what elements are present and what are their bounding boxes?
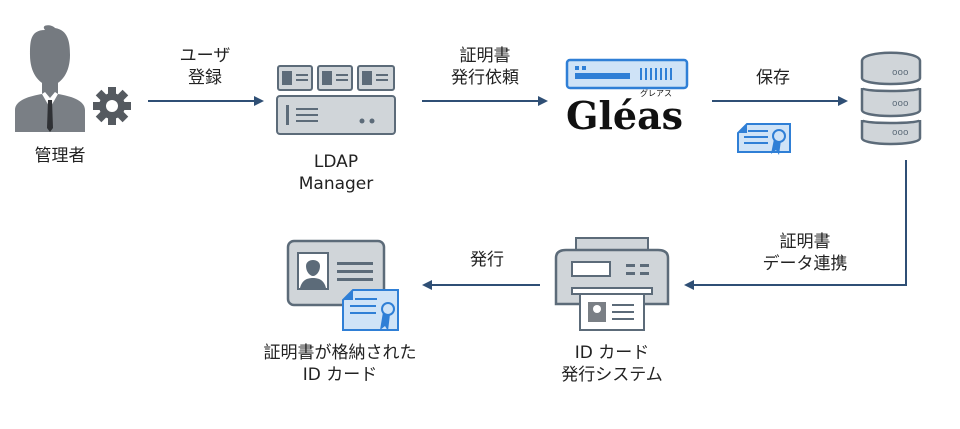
edge-label-save-line1: 保存 bbox=[756, 68, 790, 88]
database-led-3: ooo bbox=[892, 128, 909, 138]
edge-label-cert-data-line1: 証明書 bbox=[779, 232, 831, 252]
edge-label-user-register: ユーザ 登録 bbox=[160, 45, 250, 89]
printer-label: ID カード 発行システム bbox=[542, 342, 682, 386]
gleas-ruby: グレアス bbox=[640, 89, 672, 98]
edge-label-cert-data-line2: データ連携 bbox=[762, 254, 848, 274]
edge-label-issue: 発行 bbox=[452, 249, 522, 271]
ldap-label: LDAP Manager bbox=[276, 151, 396, 195]
edge-label-cert-data: 証明書 データ連携 bbox=[740, 231, 870, 275]
edge-label-issue-line1: 発行 bbox=[470, 250, 504, 270]
edge-label-save: 保存 bbox=[738, 67, 808, 89]
database-led-2: ooo bbox=[892, 99, 909, 109]
printer-label-line2: 発行システム bbox=[561, 365, 663, 385]
id-card-label-line2: ID カード bbox=[302, 365, 378, 385]
admin-label: 管理者 bbox=[34, 146, 86, 166]
printer-label-line1: ID カード bbox=[574, 343, 650, 363]
arrow-cert-data bbox=[684, 160, 907, 290]
id-card-label-line1: 証明書が格納された bbox=[263, 343, 417, 363]
ldap-label-line2: Manager bbox=[298, 174, 374, 194]
id-card-label: 証明書が格納された ID カード bbox=[240, 342, 440, 386]
gleas-logo: Gléas bbox=[566, 93, 684, 138]
edge-label-user-register-line2: 登録 bbox=[188, 68, 222, 88]
edge-label-cert-request: 証明書 発行依頼 bbox=[430, 45, 540, 89]
edge-label-cert-request-line2: 発行依頼 bbox=[451, 68, 519, 88]
edge-label-cert-request-line1: 証明書 bbox=[459, 46, 511, 66]
database-led-1: ooo bbox=[892, 68, 909, 78]
ldap-label-line1: LDAP bbox=[313, 152, 359, 172]
edge-label-user-register-line1: ユーザ bbox=[179, 46, 231, 66]
